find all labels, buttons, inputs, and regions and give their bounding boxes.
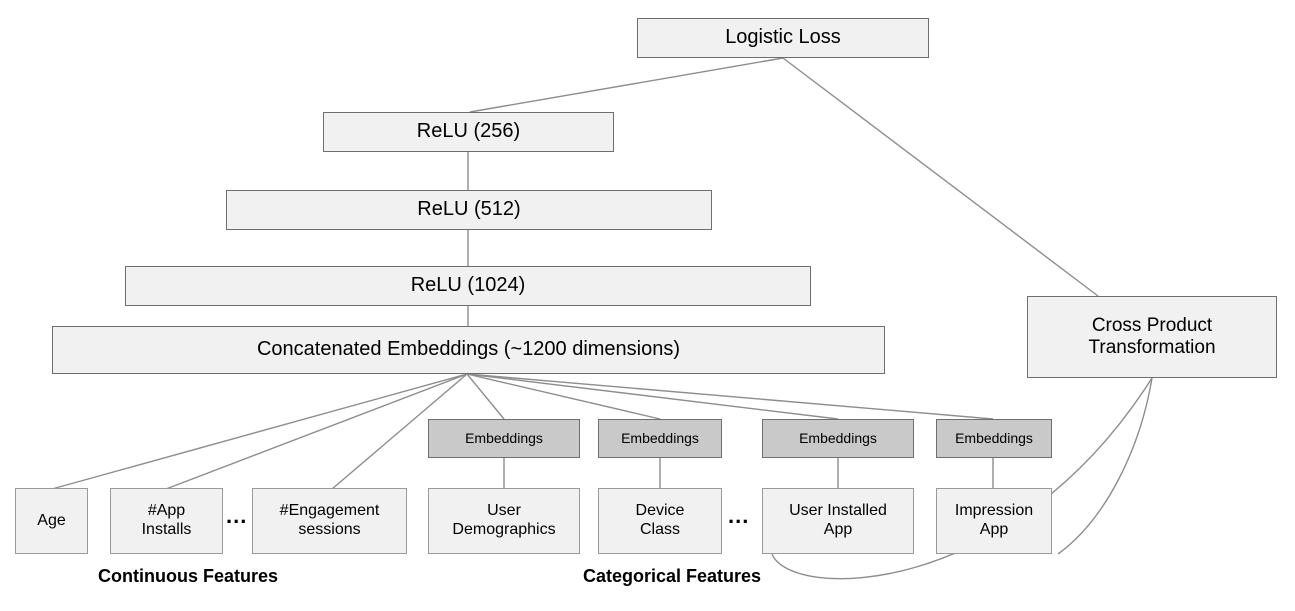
node-relu-512-label: ReLU (512) [417, 198, 521, 221]
feature-box-device-class[interactable]: Device Class [598, 488, 722, 554]
feature-box-engagement-sessions[interactable]: #Engagement sessions [252, 488, 407, 554]
edge-loss-to-cross [782, 57, 1099, 297]
feature-box-user-installed-app-line-2: App [823, 521, 853, 538]
edge-concat-to-emb-4 [466, 373, 994, 420]
node-embeddings-2-label: Embeddings [621, 430, 699, 447]
node-concatenated-embeddings[interactable]: Concatenated Embeddings (~1200 dimension… [52, 326, 885, 374]
feature-box-impression-app-line-2: App [979, 521, 1009, 538]
edge-loss-to-relu256 [469, 57, 784, 113]
feature-box-app-installs-line-2: Installs [141, 521, 192, 538]
node-logistic-loss-label: Logistic Loss [725, 26, 841, 49]
node-relu-1024-label: ReLU (1024) [410, 274, 526, 297]
feature-box-app-installs[interactable]: #App Installs [110, 488, 223, 554]
node-embeddings-4-label: Embeddings [955, 430, 1033, 447]
feature-box-engagement-sessions-line-1: #Engagement [279, 502, 380, 520]
edge-impression-app-to-cross [1057, 377, 1153, 555]
feature-box-user-demographics[interactable]: User Demographics [428, 488, 580, 554]
feature-box-device-class-line-2: Class [639, 521, 680, 538]
node-cross-product-transformation[interactable]: Cross Product Transformation [1027, 296, 1277, 378]
feature-box-user-installed-app-line-1: User Installed [789, 502, 887, 520]
feature-box-age-line-1: Age [37, 511, 66, 529]
group-label-continuous-features: Continuous Features [98, 566, 279, 586]
edge-concat-to-emb-1 [466, 373, 505, 420]
group-label-categorical-features: Categorical Features [583, 566, 762, 586]
edge-concat-to-age [51, 373, 468, 490]
feature-box-engagement-sessions-line-2: sessions [298, 521, 361, 538]
feature-box-user-demographics-line-1: User [487, 502, 521, 520]
feature-box-app-installs-line-1: #App [147, 502, 186, 520]
edge-concat-to-emb-2 [466, 373, 661, 420]
node-relu-512[interactable]: ReLU (512) [226, 190, 712, 230]
feature-box-device-class-line-1: Device [635, 502, 685, 520]
node-relu-1024[interactable]: ReLU (1024) [125, 266, 811, 306]
cross-product-line-2: Transformation [1088, 337, 1216, 358]
node-embeddings-3-label: Embeddings [799, 430, 877, 447]
node-embeddings-1-label: Embeddings [465, 430, 543, 447]
feature-box-impression-app[interactable]: Impression App [936, 488, 1052, 554]
feature-box-user-installed-app[interactable]: User Installed App [762, 488, 914, 554]
node-embeddings-1[interactable]: Embeddings [428, 419, 580, 458]
edge-concat-to-emb-3 [466, 373, 839, 420]
feature-box-age[interactable]: Age [15, 488, 88, 554]
edge-concat-to-app-installs [165, 373, 468, 490]
node-relu-256-label: ReLU (256) [416, 120, 521, 143]
ellipsis-categorical: ... [728, 503, 750, 528]
node-relu-256[interactable]: ReLU (256) [323, 112, 614, 152]
node-concatenated-embeddings-label: Concatenated Embeddings (~1200 dimension… [256, 338, 681, 361]
node-embeddings-4[interactable]: Embeddings [936, 419, 1052, 458]
node-logistic-loss[interactable]: Logistic Loss [637, 18, 929, 58]
node-embeddings-3[interactable]: Embeddings [762, 419, 914, 458]
ellipsis-continuous: ... [226, 503, 248, 528]
cross-product-line-1: Cross Product [1091, 314, 1213, 336]
node-embeddings-2[interactable]: Embeddings [598, 419, 722, 458]
feature-box-user-demographics-line-2: Demographics [452, 521, 556, 538]
feature-box-impression-app-line-1: Impression [954, 502, 1034, 520]
